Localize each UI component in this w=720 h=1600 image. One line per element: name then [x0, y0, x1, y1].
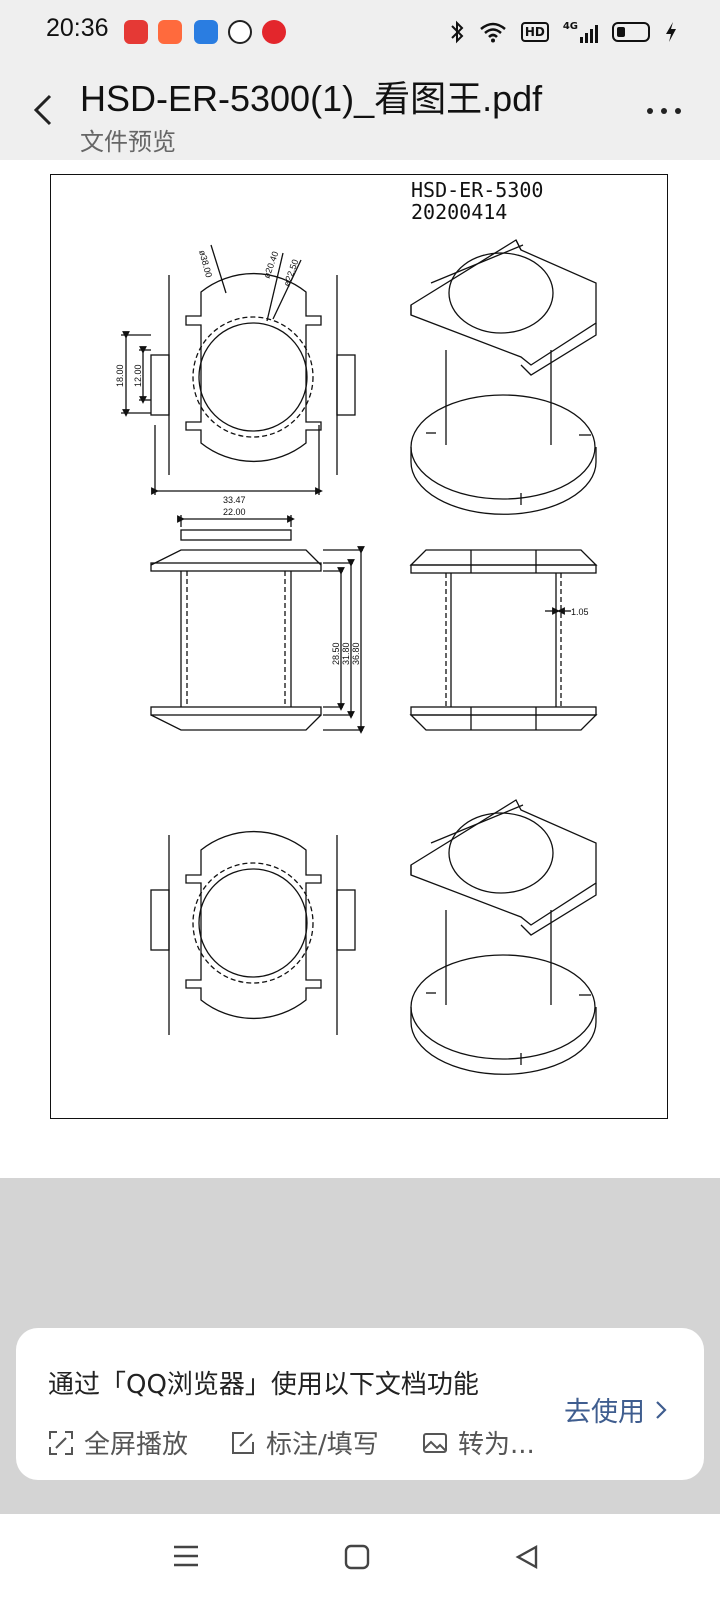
promo-title: 通过「QQ浏览器」使用以下文档功能 — [48, 1370, 479, 1400]
dim-t105: 1.05 — [571, 607, 589, 617]
dim-h3180: 31.80 — [341, 642, 351, 665]
hd-badge-icon: HD — [520, 22, 549, 42]
drawing-date: 20200414 — [411, 200, 507, 224]
feature-convert[interactable]: 转为... — [422, 1424, 535, 1461]
dim-d38: ø38.00 — [197, 249, 214, 279]
dim-h18: 18.00 — [115, 364, 125, 387]
dim-w3347: 33.47 — [223, 495, 246, 505]
dim-d2250: ø22.50 — [281, 258, 300, 288]
status-bar: 20:36 HD 4G — [0, 0, 720, 60]
image-icon — [423, 1432, 447, 1453]
app-blue-icon — [194, 20, 218, 44]
dim-h3680: 36.80 — [351, 642, 361, 665]
status-time: 20:36 — [46, 14, 109, 42]
battery-icon — [612, 22, 650, 42]
dim-w22: 22.00 — [223, 507, 246, 517]
qq-browser-promo-card[interactable]: 通过「QQ浏览器」使用以下文档功能 全屏播放 标注/填写 转为... 去使用 — [16, 1328, 704, 1480]
signal-4g-icon: 4G — [563, 21, 598, 43]
fullscreen-icon — [49, 1430, 73, 1455]
chevron-right-icon — [656, 1400, 667, 1419]
pdf-preview[interactable]: HSD-ER-5300 20200414 — [0, 160, 720, 1178]
feature-convert-label: 转为... — [458, 1430, 535, 1460]
kuaishou-icon — [158, 20, 182, 44]
home-icon[interactable] — [344, 1544, 370, 1570]
back-icon[interactable] — [514, 1544, 540, 1570]
feature-annotate[interactable]: 标注/填写 — [230, 1424, 379, 1461]
app-header: HSD-ER-5300(1)_看图王.pdf 文件预览 — [0, 60, 720, 160]
app-red-icon — [262, 20, 286, 44]
page-title: HSD-ER-5300(1)_看图王.pdf — [80, 78, 543, 119]
drawing-model: HSD-ER-5300 — [411, 178, 543, 202]
feature-annotate-label: 标注/填写 — [266, 1430, 379, 1460]
dim-h2850: 28.50 — [331, 642, 341, 665]
charging-icon — [666, 22, 676, 42]
system-nav-bar — [0, 1514, 720, 1600]
page-subtitle: 文件预览 — [80, 128, 176, 156]
feature-fullscreen-label: 全屏播放 — [84, 1430, 189, 1460]
feature-fullscreen[interactable]: 全屏播放 — [48, 1424, 188, 1461]
go-use-button[interactable]: 去使用 — [564, 1390, 667, 1429]
go-use-label: 去使用 — [564, 1397, 645, 1428]
menu-icon[interactable] — [172, 1544, 200, 1568]
dim-h12: 12.00 — [133, 364, 143, 387]
bluetooth-icon — [451, 20, 464, 44]
more-options-icon[interactable] — [644, 96, 684, 126]
edit-icon — [232, 1431, 254, 1454]
drawing-sheet: HSD-ER-5300 20200414 — [50, 174, 668, 1119]
toutiao-icon — [124, 20, 148, 44]
back-arrow-icon[interactable] — [24, 90, 64, 130]
wifi-icon — [480, 22, 506, 43]
sf-express-icon — [228, 20, 252, 44]
technical-drawing: HSD-ER-5300 20200414 — [115, 178, 598, 1075]
